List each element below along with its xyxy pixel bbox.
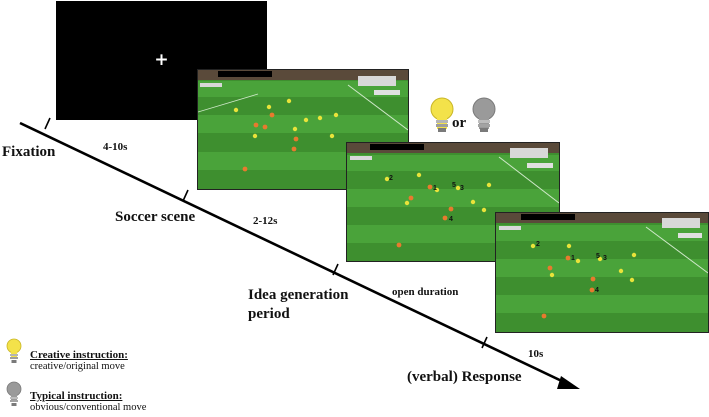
legend-typical-bulb-icon — [5, 381, 23, 409]
stage-label-response: (verbal) Response — [407, 369, 522, 385]
stage-label-soccer-scene: Soccer scene — [115, 209, 196, 225]
legend-creative-bulb-icon — [5, 338, 23, 366]
player-number: 1 — [433, 185, 437, 192]
tick-idea — [332, 263, 339, 276]
player-number: 2 — [536, 241, 540, 248]
player-number: 5 — [452, 182, 456, 189]
or-text: or — [452, 115, 467, 131]
typical-bulb-icon — [469, 96, 499, 136]
soccer-scene-image-1 — [197, 69, 409, 190]
legend-creative-desc: creative/original move — [30, 361, 125, 372]
stage-label-idea-generation-line2: period — [248, 306, 290, 322]
stage-label-fixation: Fixation — [2, 144, 56, 160]
legend-typical-title: Typical instruction: — [30, 390, 123, 402]
player-number: 1 — [571, 255, 575, 262]
stage-label-idea-generation: Idea generation — [248, 287, 349, 303]
duration-scene: 2-12s — [253, 215, 278, 227]
duration-idea: open duration — [392, 286, 459, 298]
legend-creative-title: Creative instruction: — [30, 349, 128, 361]
player-number: 3 — [460, 185, 464, 192]
player-number: 3 — [603, 255, 607, 262]
legend-typical-desc: obvious/conventional move — [30, 402, 147, 413]
player-number: 2 — [389, 175, 393, 182]
creative-bulb-icon — [427, 96, 457, 136]
tick-scene — [182, 189, 189, 202]
timeline-arrowhead — [557, 376, 580, 389]
player-number: 4 — [595, 287, 599, 294]
player-number: 4 — [449, 216, 453, 223]
duration-fixation: 4-10s — [103, 141, 128, 153]
tick-fixation — [44, 117, 51, 130]
duration-response: 10s — [528, 348, 544, 360]
tick-response — [481, 336, 488, 349]
player-number: 5 — [596, 253, 600, 260]
fixation-cross: + — [154, 49, 169, 70]
soccer-scene-image-3: 2 1 5 3 4 — [495, 212, 709, 333]
